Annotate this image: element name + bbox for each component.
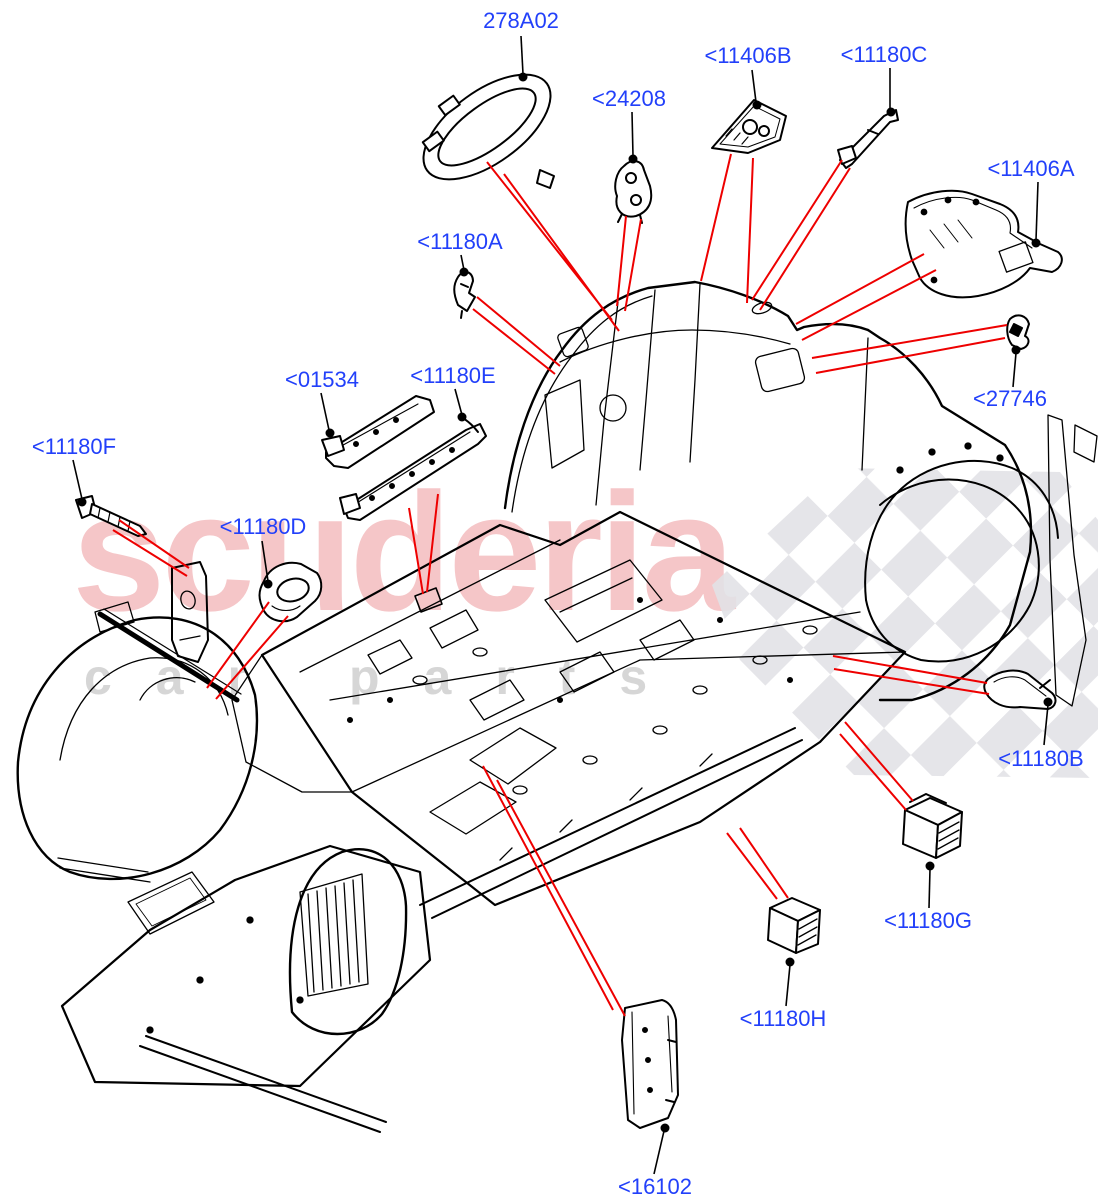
part-label-01534[interactable]: <01534 [284,367,360,392]
part-11180A-illustration [453,270,476,319]
vehicle-body-illustration [16,280,1098,1133]
part-01534-illustration [321,395,435,469]
part-label-11180E[interactable]: <11180E [410,363,496,388]
part-label-11180D[interactable]: <11180D [219,514,307,539]
part-label-278A02[interactable]: 278A02 [483,8,559,33]
part-label-11180H[interactable]: <11180H [739,1006,827,1031]
part-label-11180A[interactable]: <11180A [417,229,503,254]
part-illustrations [75,73,1063,1129]
watermark-brand-text: scuderia [72,458,735,646]
part-11180D-illustration [258,561,323,623]
part-16102-illustration [621,999,679,1129]
part-278A02-illustration [421,73,555,189]
part-11180H-illustration [767,897,821,954]
part-label-11180F[interactable]: <11180F [31,434,117,459]
part-label-11406B[interactable]: <11406B [704,43,792,68]
part-label-11180C[interactable]: <11180C [840,42,928,67]
part-11180E-illustration [339,416,487,521]
part-label-24208[interactable]: <24208 [591,86,667,111]
part-label-11180B[interactable]: <11180B [998,746,1084,771]
part-label-27746[interactable]: <27746 [972,386,1048,411]
part-label-16102[interactable]: <16102 [617,1174,693,1199]
leader-anchor-dots [77,72,1053,1133]
part-27746-illustration [1006,314,1030,350]
part-24208-illustration [614,160,653,224]
part-11406B-illustration [711,99,787,154]
part-label-11180G[interactable]: <11180G [884,908,972,933]
part-label-11406A[interactable]: <11406A [987,156,1075,181]
part-11180C-illustration [837,109,899,169]
label-leader-lines [72,35,1049,1175]
red-locator-lines [112,153,1008,1017]
part-11180G-illustration [902,793,963,859]
